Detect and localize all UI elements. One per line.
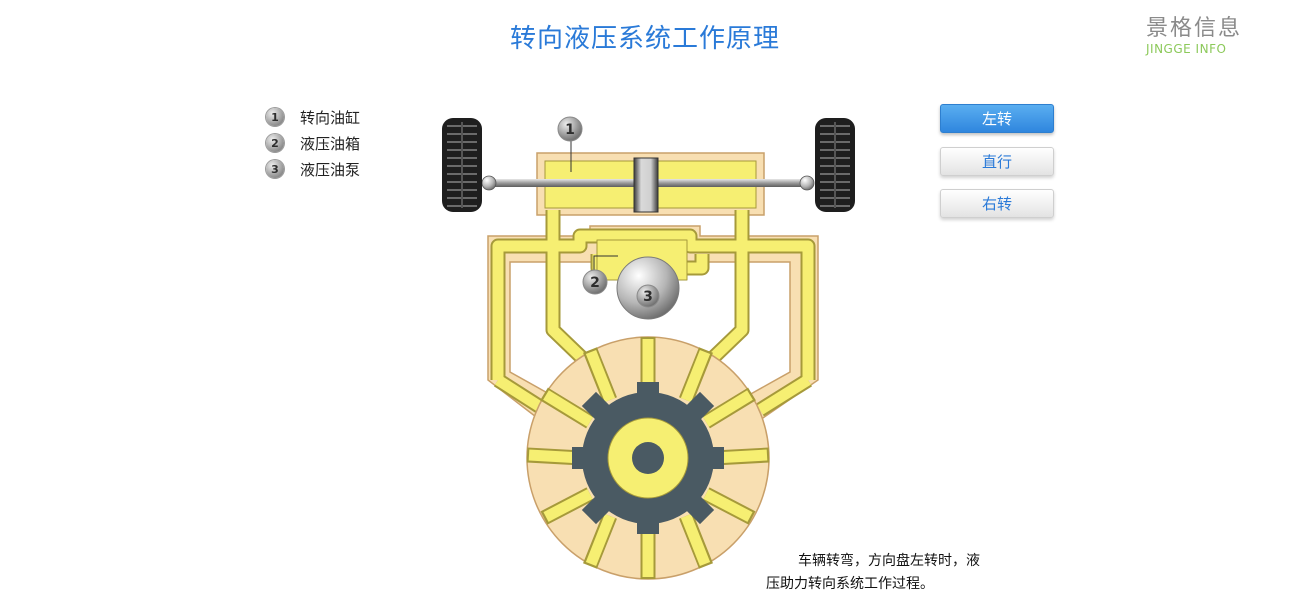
right-wheel	[815, 118, 855, 212]
legend-number-badge: 3	[266, 160, 284, 178]
legend-label: 转向油缸	[300, 108, 361, 127]
callout-number: 2	[590, 275, 600, 291]
right-turn-button[interactable]: 右转	[940, 189, 1054, 218]
left-turn-button[interactable]: 左转	[940, 104, 1054, 133]
steering-rod	[481, 157, 815, 213]
description-caption: 车辆转弯，方向盘左转时，液 压助力转向系统工作过程。	[766, 550, 1016, 596]
legend-number-badge: 1	[266, 108, 284, 126]
legend-label: 液压油箱	[300, 134, 361, 153]
callout-badge-1: 1	[557, 116, 583, 142]
legend-label: 液压油泵	[300, 160, 361, 179]
straight-button[interactable]: 直行	[940, 147, 1054, 176]
callout-leaders	[570, 140, 618, 272]
callout-badge-2: 2	[582, 269, 608, 295]
legend: 1 转向油缸 2 液压油箱 3 液压油泵	[266, 104, 360, 182]
left-wheel	[442, 118, 482, 212]
callout-badge-3: 3	[636, 284, 660, 308]
brand-logo: 景格信息 JINGGE INFO	[1146, 10, 1256, 56]
callout-number: 1	[565, 122, 575, 138]
rotary-valve	[526, 336, 770, 580]
page-title: 转向液压系统工作原理	[509, 24, 780, 54]
legend-number-badge: 2	[266, 134, 284, 152]
legend-item-oil-tank: 2 液压油箱	[266, 130, 360, 156]
caption-line-1: 车辆转弯，方向盘左转时，液	[798, 553, 980, 569]
caption-line-2: 压助力转向系统工作过程。	[766, 576, 934, 592]
legend-item-oil-pump: 3 液压油泵	[266, 156, 360, 182]
logo-name-cn: 景格信息	[1146, 16, 1243, 41]
legend-item-steering-cylinder: 1 转向油缸	[266, 104, 360, 130]
callout-number: 3	[643, 289, 653, 305]
logo-name-en: JINGGE INFO	[1146, 42, 1227, 56]
